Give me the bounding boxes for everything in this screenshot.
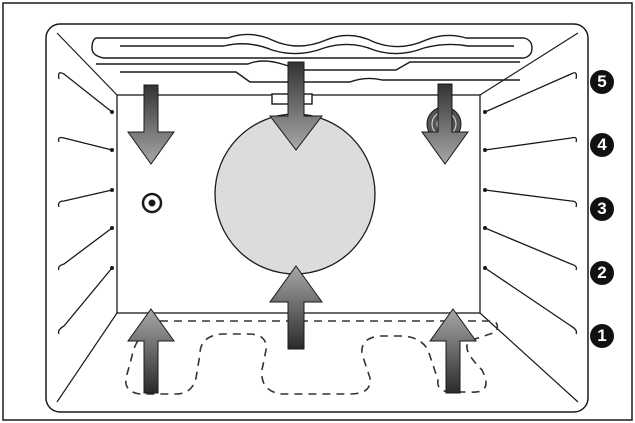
shelf-level-4-badge: 4 [590, 133, 614, 157]
perspective-lines [56, 32, 579, 403]
cavity-outline [45, 23, 589, 413]
shelf-runners-left [57, 72, 113, 335]
top-heating-element-icon [91, 33, 533, 105]
shelf-runners-right [484, 72, 578, 335]
shelf-runner-hooks-right [483, 110, 487, 270]
shelf-level-1-badge: 1 [590, 324, 614, 348]
shelf-level-2-badge: 2 [590, 261, 614, 285]
shelf-level-5-badge: 5 [590, 70, 614, 94]
shelf-level-3-badge: 3 [590, 197, 614, 221]
airflow-arrows-up [127, 265, 477, 394]
oven-light-icon [141, 192, 163, 214]
bottom-heating-element-icon [124, 320, 499, 395]
airflow-arrows-down [127, 61, 469, 165]
shelf-runner-hooks-left [110, 110, 114, 270]
